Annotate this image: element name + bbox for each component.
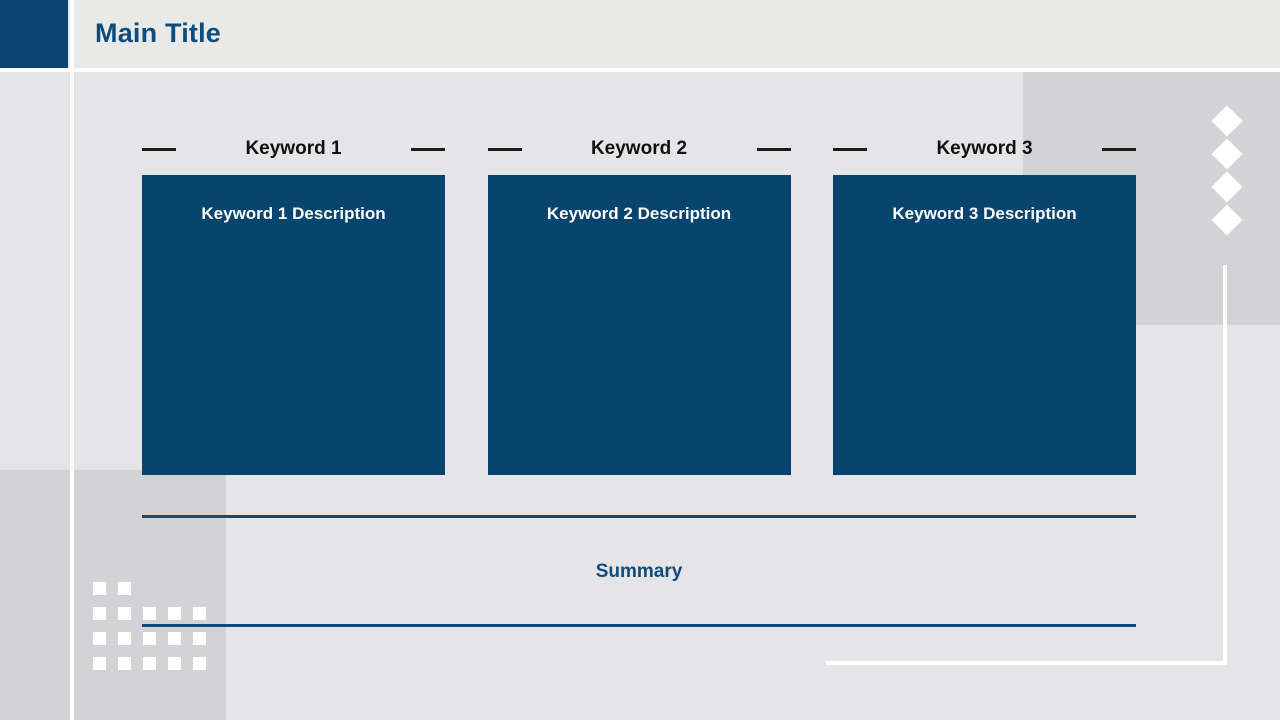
keyword-description: Keyword 1 Description — [201, 204, 386, 223]
keyword-box-1[interactable]: Keyword 1 Description — [142, 175, 445, 475]
diamond-icon — [1211, 138, 1243, 170]
dot-square — [193, 657, 206, 670]
keyword-header-3: Keyword 3 — [833, 130, 1136, 168]
keyword-header-2: Keyword 2 — [487, 130, 791, 168]
dot-square — [143, 607, 156, 620]
dash-left-icon — [833, 147, 867, 151]
keyword-column-3[interactable]: Keyword 3 Keyword 3 Description — [833, 130, 1136, 475]
header-divider — [0, 68, 1280, 72]
dot-square — [193, 607, 206, 620]
keyword-label: Keyword 2 — [590, 138, 688, 159]
keyword-box-3[interactable]: Keyword 3 Description — [833, 175, 1136, 475]
keyword-label: Keyword 1 — [245, 138, 342, 159]
diamond-icon — [1211, 171, 1243, 203]
diamond-icon — [1211, 105, 1243, 137]
dot-square — [118, 607, 131, 620]
keyword-columns: Keyword 1 Keyword 1 Description Keyword … — [142, 130, 1136, 475]
dot-square — [118, 657, 131, 670]
keyword-description: Keyword 2 Description — [546, 204, 732, 223]
dot-square — [168, 657, 181, 670]
keyword-box-2[interactable]: Keyword 2 Description — [487, 175, 791, 475]
decorative-panel-bottom-left — [0, 470, 226, 720]
dot-square — [118, 582, 131, 595]
keyword-header-1: Keyword 1 — [142, 130, 445, 168]
dot-square — [143, 657, 156, 670]
frame-line-horizontal — [826, 661, 1227, 665]
keyword-description: Keyword 3 Description — [892, 204, 1077, 223]
slide-header: Main Title — [0, 0, 1280, 68]
summary-rule-bottom — [142, 624, 1136, 627]
summary-label: Summary — [595, 561, 683, 582]
dot-grid-decoration — [93, 582, 213, 678]
frame-line-vertical — [1223, 265, 1227, 665]
dot-square — [93, 582, 106, 595]
dot-square — [193, 632, 206, 645]
keyword-column-2[interactable]: Keyword 2 Keyword 2 Description — [487, 130, 791, 475]
dash-right-icon — [1102, 147, 1136, 151]
dot-square — [93, 657, 106, 670]
diamond-icon — [1211, 204, 1243, 236]
dash-right-icon — [756, 147, 791, 151]
header-accent-block — [0, 0, 68, 68]
keyword-label: Keyword 3 — [936, 138, 1033, 159]
dash-left-icon — [487, 147, 522, 151]
dot-square — [93, 632, 106, 645]
summary-rule-top — [142, 515, 1136, 518]
dot-square — [118, 632, 131, 645]
summary-section: Summary — [142, 515, 1136, 630]
dot-square — [168, 632, 181, 645]
dash-left-icon — [142, 147, 176, 151]
page-title: Main Title — [95, 18, 222, 48]
dot-square — [168, 607, 181, 620]
left-rail-divider — [70, 0, 74, 720]
keyword-column-1[interactable]: Keyword 1 Keyword 1 Description — [142, 130, 445, 475]
diamond-stack-decoration — [1206, 102, 1246, 242]
dot-square — [93, 607, 106, 620]
dash-right-icon — [411, 147, 445, 151]
dot-square — [143, 632, 156, 645]
